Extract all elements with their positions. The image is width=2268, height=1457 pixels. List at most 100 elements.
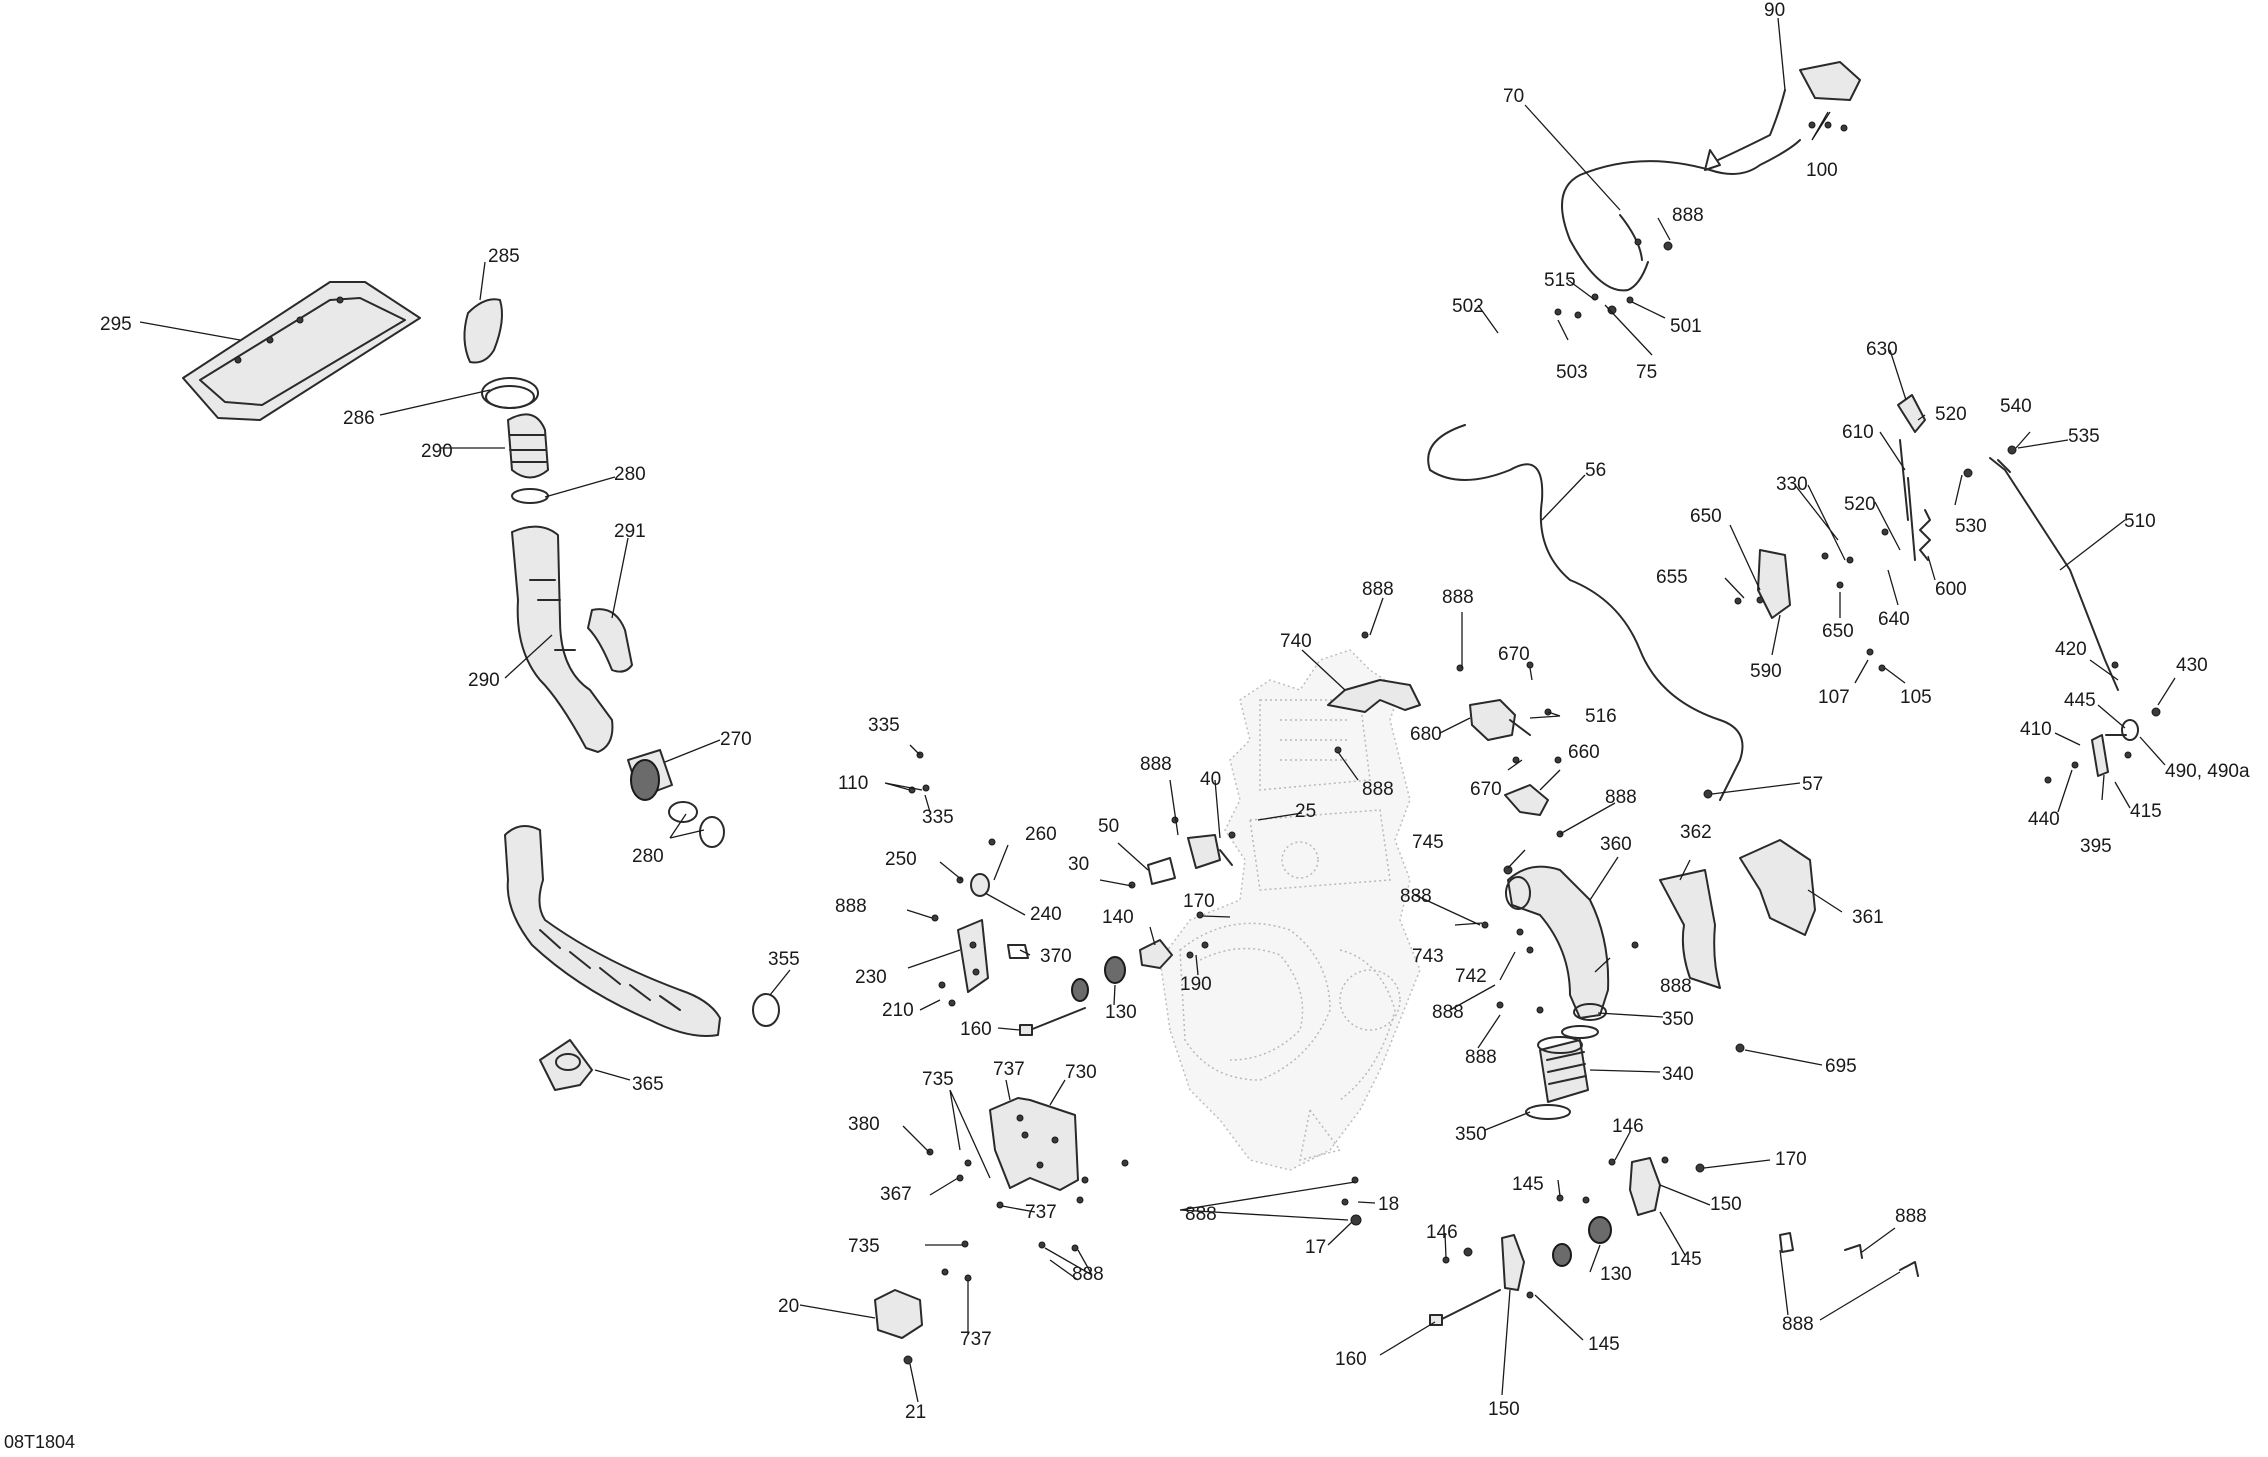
- callout-105: 105: [1900, 687, 1932, 708]
- gasket-50: [1147, 857, 1176, 885]
- callout-75: 75: [1636, 362, 1657, 383]
- callout-350: 350: [1662, 1009, 1694, 1030]
- cable-70: [1561, 139, 1801, 292]
- callout-737: 737: [993, 1059, 1025, 1080]
- bellows-290: [507, 413, 549, 479]
- bracket-370: [1007, 944, 1029, 959]
- bracket-150a: [1629, 1157, 1661, 1216]
- clamp-350a: [1561, 1025, 1599, 1039]
- bracket-680: [1469, 699, 1531, 741]
- callout-107: 107: [1818, 687, 1850, 708]
- callout-650: 650: [1822, 621, 1854, 642]
- bracket-150b: [1501, 1234, 1525, 1291]
- bracket-230: [957, 919, 989, 993]
- callout-250: 250: [885, 849, 917, 870]
- panel-730: [989, 1097, 1079, 1191]
- module-20: [874, 1289, 923, 1339]
- skid-plate-295: [182, 281, 421, 421]
- shift-rod-510: [1989, 457, 2119, 691]
- callout-395: 395: [2080, 836, 2112, 857]
- callout-100: 100: [1806, 160, 1838, 181]
- callout-labels: 90 70 100 888 515 502 501 503 75 285 295…: [100, 0, 2250, 1423]
- boot-270: [627, 749, 673, 801]
- pulley-130a: [1071, 956, 1126, 1002]
- callout-361: 361: [1852, 907, 1884, 928]
- sensor-40: [1187, 834, 1233, 869]
- callout-590: 590: [1750, 661, 1782, 682]
- callout-445: 445: [2064, 690, 2096, 711]
- callout-160: 160: [960, 1019, 992, 1040]
- callout-210: 210: [882, 1000, 914, 1021]
- callout-40: 40: [1200, 769, 1221, 790]
- bracket-590: [1757, 549, 1791, 619]
- callout-742: 742: [1455, 966, 1487, 987]
- callout-340: 340: [1662, 1064, 1694, 1085]
- callout-190: 190: [1180, 974, 1212, 995]
- callout-240: 240: [1030, 904, 1062, 925]
- callout-145: 145: [1512, 1174, 1544, 1195]
- bracket-660: [1504, 784, 1549, 816]
- callout-360: 360: [1600, 834, 1632, 855]
- callout-515: 515: [1544, 270, 1576, 291]
- callout-362: 362: [1680, 822, 1712, 843]
- shaft-160a: [1019, 1007, 1086, 1036]
- callout-270: 270: [720, 729, 752, 750]
- bracket-630: [1897, 394, 1926, 433]
- callout-285: 285: [488, 246, 520, 267]
- intake-cap-285: [463, 298, 503, 364]
- callout-280: 280: [614, 464, 646, 485]
- callout-888: 888: [1672, 205, 1704, 226]
- callout-146: 146: [1426, 1222, 1458, 1243]
- callout-286: 286: [343, 408, 375, 429]
- callout-130: 130: [1600, 1264, 1632, 1285]
- callout-888: 888: [1140, 754, 1172, 775]
- callout-145: 145: [1670, 1249, 1702, 1270]
- filter-340: [1537, 1036, 1589, 1103]
- callout-291: 291: [614, 521, 646, 542]
- heat-shield-361: [1739, 839, 1816, 936]
- callout-160: 160: [1335, 1349, 1367, 1370]
- callout-730: 730: [1065, 1062, 1097, 1083]
- callout-350: 350: [1455, 1124, 1487, 1145]
- callout-21: 21: [905, 1402, 926, 1423]
- clamp-355: [752, 993, 780, 1027]
- callout-540: 540: [2000, 396, 2032, 417]
- callout-330: 330: [1776, 474, 1808, 495]
- callout-290: 290: [468, 670, 500, 691]
- callout-18: 18: [1378, 1194, 1399, 1215]
- spacer-240: [970, 873, 990, 897]
- callout-888: 888: [1442, 587, 1474, 608]
- callout-503: 503: [1556, 362, 1588, 383]
- callout-888: 888: [1362, 579, 1394, 600]
- lever-610: [1899, 439, 1916, 561]
- callout-745: 745: [1412, 832, 1444, 853]
- callout-737: 737: [960, 1329, 992, 1350]
- heat-shield-362: [1659, 869, 1721, 989]
- callout-380: 380: [848, 1114, 880, 1135]
- callout-530: 530: [1955, 516, 1987, 537]
- callout-888: 888: [1432, 1002, 1464, 1023]
- callout-370: 370: [1040, 946, 1072, 967]
- fastener-hardware: [903, 121, 2161, 1365]
- callout-146: 146: [1612, 1116, 1644, 1137]
- callout-888: 888: [1605, 787, 1637, 808]
- callout-365: 365: [632, 1074, 664, 1095]
- callout-415: 415: [2130, 801, 2162, 822]
- callout-516: 516: [1585, 706, 1617, 727]
- callout-70: 70: [1503, 86, 1524, 107]
- callout-520: 520: [1844, 494, 1876, 515]
- bracket-740: [1327, 679, 1421, 713]
- callout-888: 888: [1895, 1206, 1927, 1227]
- callout-888: 888: [1465, 1047, 1497, 1068]
- callout-735: 735: [848, 1236, 880, 1257]
- callout-888: 888: [1400, 886, 1432, 907]
- callout-230: 230: [855, 967, 887, 988]
- callout-600: 600: [1935, 579, 1967, 600]
- callout-888: 888: [1362, 779, 1394, 800]
- ball-joint-490: [2121, 719, 2139, 741]
- plate-140: [1139, 939, 1173, 969]
- cable-90: [1704, 61, 1861, 171]
- duct-piece-291: [587, 608, 633, 673]
- diagram-reference-code: 08T1804: [4, 1432, 75, 1452]
